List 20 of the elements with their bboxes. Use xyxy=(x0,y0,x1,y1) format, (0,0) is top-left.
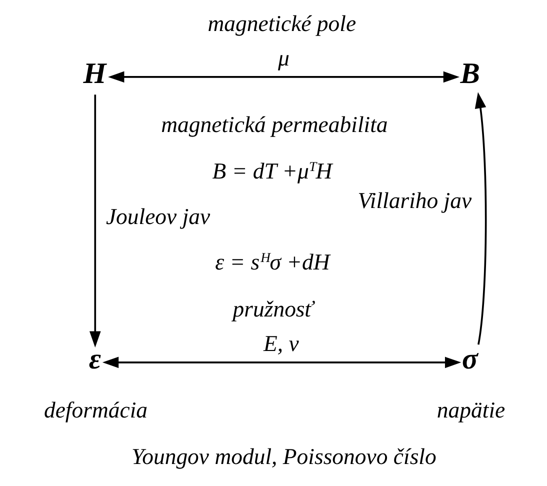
label: Youngov modul, Poissonovo číslo xyxy=(131,444,436,470)
node-text: ε xyxy=(88,343,101,376)
edge-label: Villariho jav xyxy=(357,188,472,213)
arrow xyxy=(102,356,461,368)
node-label: napätie xyxy=(436,398,505,423)
node-label: deformácia xyxy=(43,398,148,423)
node-text: σ xyxy=(461,343,478,376)
edge-label: Jouleov jav xyxy=(105,204,210,230)
arrow xyxy=(474,92,486,345)
label: magnetické pole xyxy=(207,10,356,36)
label: magnetická permeabilita xyxy=(160,112,388,138)
edge-label: μ xyxy=(277,46,289,71)
label: pružnosť xyxy=(232,296,313,322)
node-text: H xyxy=(82,58,106,90)
label: ε = s$^{H}$σ +dH xyxy=(214,250,330,275)
arrow xyxy=(88,94,100,348)
arrow xyxy=(108,71,460,83)
edge-label: E, ν xyxy=(262,331,298,356)
label: B = dT +μ$^{T}$H xyxy=(212,158,332,184)
node-text: B xyxy=(460,58,480,90)
